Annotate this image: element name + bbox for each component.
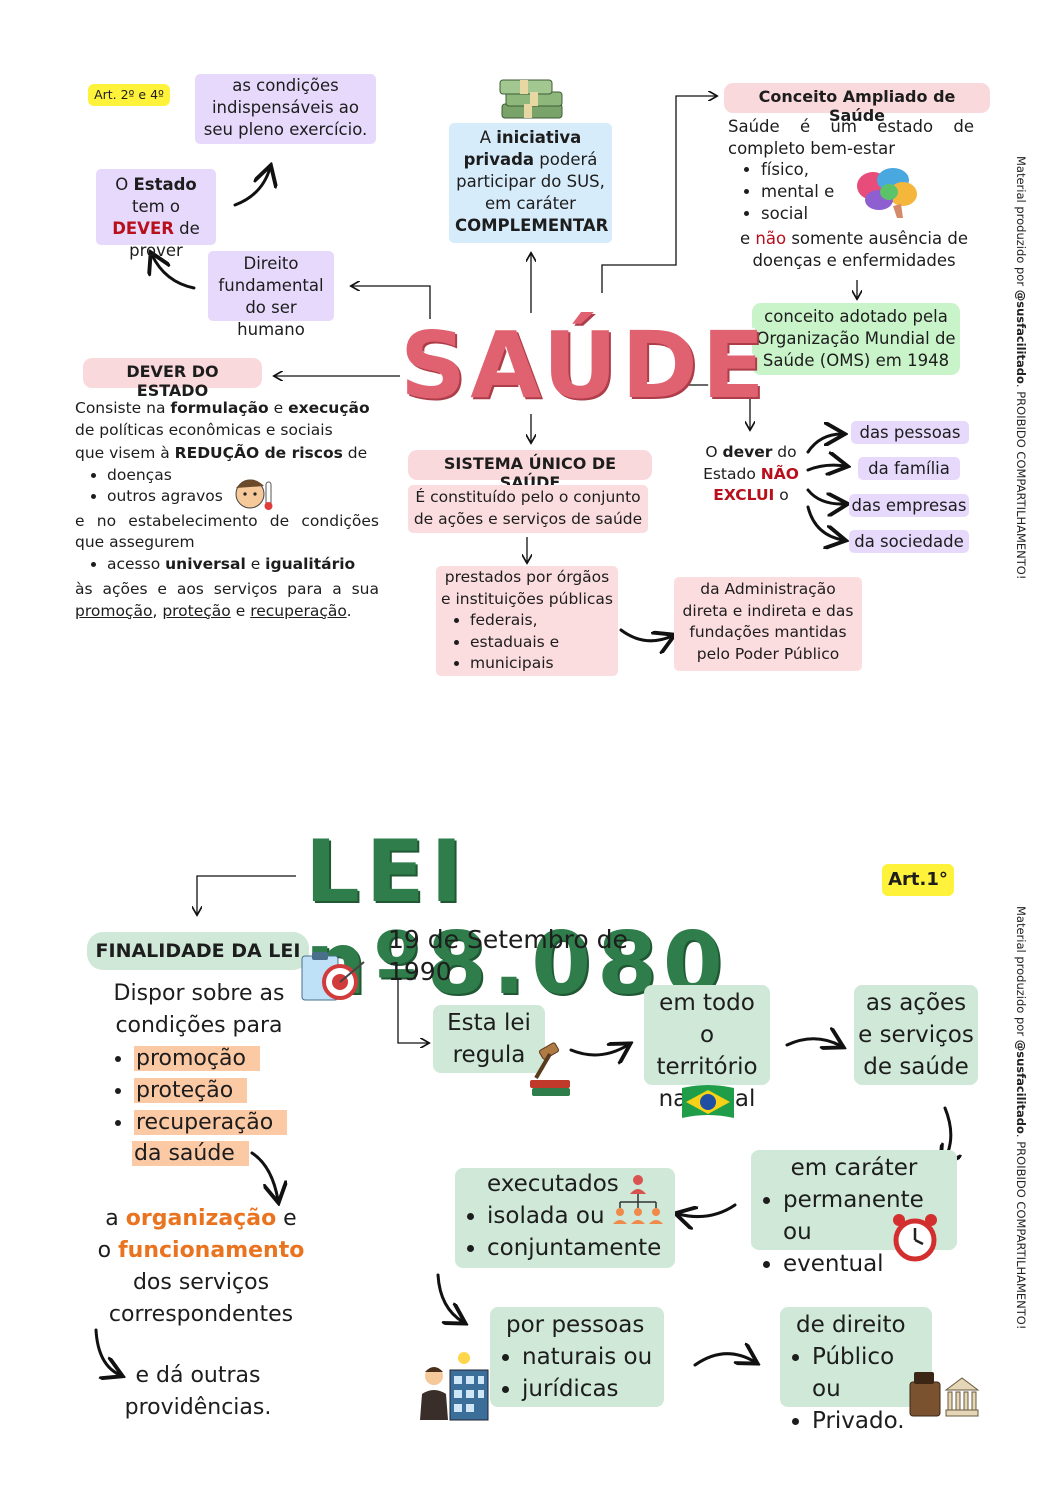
list-item: isolada ou (487, 1200, 669, 1232)
conceito-list: físico, mental e social (731, 159, 851, 225)
finalidade-cont: da saúde (132, 1138, 249, 1170)
nao-exclui-text: O dever do Estado NÃO EXCLUI o (703, 443, 799, 504)
list-item: outros agravos (107, 486, 379, 508)
pessoas-box: por pessoas naturais ou jurídicas (490, 1307, 664, 1407)
list-item: jurídicas (522, 1373, 658, 1405)
brain-icon (853, 162, 923, 220)
das-empresas-box: das empresas (849, 494, 969, 517)
finalidade-intro: Dispor sobre as condições para (113, 981, 285, 1038)
sus-desc-box: É constituído pelo o conjunto de ações e… (408, 485, 648, 533)
conceito-intro: Saúde é um estado de completo bem-estar (728, 117, 974, 158)
list-item: doenças (107, 465, 379, 487)
gavel-icon (526, 1040, 574, 1098)
oms-box: conceito adotado pela Organização Mundia… (752, 303, 960, 375)
list-item: eventual (783, 1248, 951, 1280)
finalidade-title: FINALIDADE DA LEI (87, 932, 309, 970)
money-stack-icon (496, 74, 568, 122)
list-item: Privado. (812, 1405, 926, 1437)
brazil-flag-icon (680, 1082, 736, 1122)
list-item: conjuntamente (487, 1232, 669, 1264)
sus-title: SISTEMA ÚNICO DE SAÚDE (408, 450, 652, 492)
dever-estado-title: DEVER DO ESTADO (83, 358, 262, 400)
list-item: mental e (761, 181, 851, 203)
condicoes-box: as condições indispensáveis ao seu pleno… (195, 74, 376, 144)
lei-date: 19 de Setembro de 1990 (388, 925, 628, 986)
side-note-bottom: Material produzido por @susfacilitado. P… (1014, 906, 1028, 1330)
direito-box: de direito Público ou Privado. (780, 1307, 932, 1434)
lei-title: LEI nº8.080 (305, 822, 729, 1014)
sick-person-icon (232, 470, 276, 514)
list-item: recuperação (134, 1107, 296, 1139)
list-item: acesso universal e igualitário (107, 554, 379, 576)
alarm-clock-icon (890, 1212, 940, 1264)
list-item: federais, (470, 610, 614, 632)
list-item: social (761, 203, 851, 225)
courthouse-gavel-icon (908, 1368, 980, 1420)
list-item: permanente ou (783, 1184, 951, 1248)
list-item: municipais (470, 653, 614, 675)
territorio-box: em todo o território nacional (644, 985, 770, 1112)
art-badge: Art. 2º e 4º (88, 84, 170, 106)
conceito-title: Conceito Ampliado de Saúde (724, 83, 990, 125)
dever-estado-text: Consiste na formulação e execução de pol… (75, 398, 379, 622)
administracao-box: da Administração direta e indireta e das… (674, 577, 862, 671)
art1-badge: Art.1° (882, 864, 954, 896)
da-familia-box: da família (858, 457, 960, 480)
side-note-top: Material produzido por @susfacilitado. P… (1014, 156, 1028, 580)
people-network-icon (610, 1172, 666, 1226)
finalidade-list: promoção proteção recuperação (106, 1043, 296, 1139)
target-clipboard-icon (298, 948, 368, 1004)
das-pessoas-box: das pessoas (851, 421, 969, 444)
organizacao-text: a organização e o funcionamento dos serv… (97, 1206, 305, 1327)
list-item: naturais ou (522, 1341, 658, 1373)
prestados-box: prestados por órgãos e instituições públ… (436, 566, 618, 676)
esta-lei-box: Esta lei regula (433, 1005, 545, 1073)
conceito-footer: e não somente ausência de doenças e enfe… (740, 229, 968, 270)
direito-fundamental-box: Direito fundamental do ser humano (208, 251, 334, 339)
da-sociedade-box: da sociedade (849, 530, 969, 553)
list-item: proteção (134, 1075, 296, 1107)
estado-dever-box: O Estado tem o DEVER de prover (96, 169, 216, 260)
list-item: Público ou (812, 1341, 926, 1405)
list-item: promoção (134, 1043, 296, 1075)
list-item: físico, (761, 159, 851, 181)
iniciativa-privada-box: A iniciativa privada poderá participar d… (449, 123, 612, 243)
businessman-building-icon (416, 1348, 492, 1422)
list-item: estaduais e (470, 632, 614, 654)
outras-providencias: e dá outras providências. (124, 1363, 272, 1420)
saude-title: SAÚDE (400, 312, 769, 419)
acoes-box: as ações e serviços de saúde (854, 985, 978, 1085)
